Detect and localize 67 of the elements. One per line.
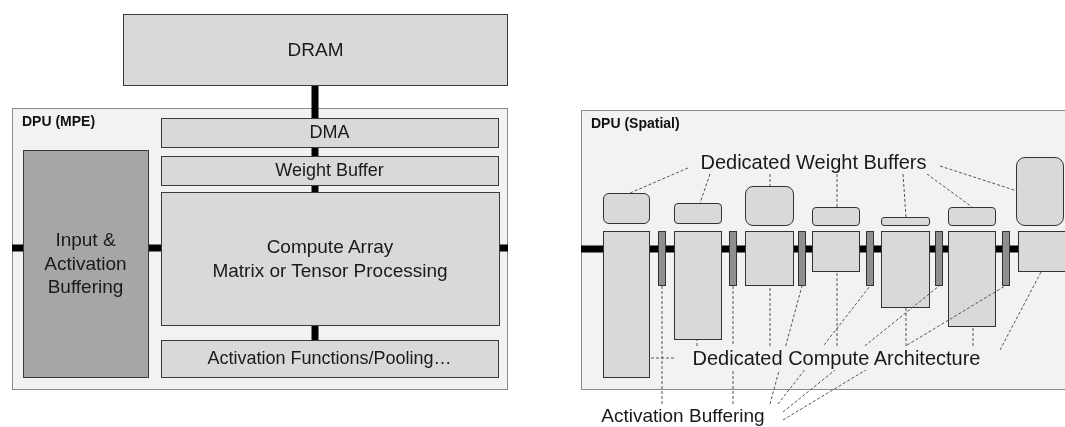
bus-line	[930, 245, 935, 253]
leader-line	[782, 285, 1006, 421]
compute-block	[811, 230, 860, 272]
leader-line	[629, 167, 689, 194]
function-block	[160, 339, 499, 378]
leader-line	[836, 173, 838, 208]
leader-line	[905, 307, 907, 347]
leader-line	[699, 173, 711, 204]
block-label: Weight Buffer	[275, 159, 384, 182]
weight-buffer-block	[811, 206, 860, 226]
dma-block	[160, 117, 499, 148]
block-label: DRAM	[287, 38, 344, 62]
buffer-block	[160, 155, 499, 186]
leader-line	[769, 285, 803, 405]
compute-block	[880, 230, 930, 308]
block-label: Compute Array	[266, 234, 394, 259]
weight-buffer-block	[1015, 156, 1064, 226]
compute-block	[947, 230, 996, 327]
block-label: Activation Functions/Pooling…	[207, 347, 452, 370]
leader-line	[769, 285, 771, 347]
leader-line	[732, 285, 734, 405]
activation-buffer-bar	[1001, 230, 1010, 286]
bus-line	[943, 245, 948, 253]
compute-block	[602, 230, 650, 378]
bus-line	[311, 148, 319, 156]
leader-line	[696, 339, 698, 347]
leader-line	[836, 271, 838, 347]
activation-buffer-bar	[797, 230, 806, 286]
bus-line	[794, 245, 798, 253]
bus-line	[996, 245, 1002, 253]
block-label: DMA	[309, 121, 350, 144]
bus-line	[311, 186, 319, 192]
leader-line	[902, 173, 907, 218]
weight-buffer-block	[744, 185, 794, 226]
compute-block	[1017, 230, 1065, 272]
leader-line	[972, 326, 974, 347]
leader-line	[769, 173, 771, 187]
leader-line	[999, 271, 1042, 351]
compute-block	[744, 230, 794, 286]
memory-block	[123, 14, 508, 86]
buffer-block	[22, 149, 149, 378]
bus-line	[806, 245, 812, 253]
bus-line	[149, 244, 161, 252]
weight-buffer-block	[880, 216, 930, 226]
leader-line	[661, 285, 663, 405]
activation-buffer-bar	[934, 230, 943, 286]
activation-buffer-bar	[865, 230, 874, 286]
leader-line	[939, 165, 1018, 192]
bus-line	[874, 245, 881, 253]
weight-buffer-block	[602, 192, 650, 224]
bus-line	[860, 245, 866, 253]
panel-title: DPU (Spatial)	[591, 115, 680, 131]
activation-buffer-bar	[657, 230, 666, 286]
compute-block	[673, 230, 722, 340]
leader-line	[926, 173, 973, 208]
weight-buffer-block	[673, 202, 722, 224]
processor-panel	[581, 110, 1065, 390]
compute-block	[160, 191, 500, 326]
block-label: Input & Activation Buffering	[43, 227, 128, 300]
weight-buffer-block	[947, 206, 996, 226]
block-label: Matrix or Tensor Processing	[212, 258, 448, 283]
bus-line	[311, 326, 319, 340]
bus-line	[311, 86, 319, 118]
processor-panel	[12, 108, 508, 390]
activation-buffer-bar	[728, 230, 737, 286]
leader-line	[649, 357, 675, 359]
panel-title: DPU (MPE)	[22, 113, 96, 129]
